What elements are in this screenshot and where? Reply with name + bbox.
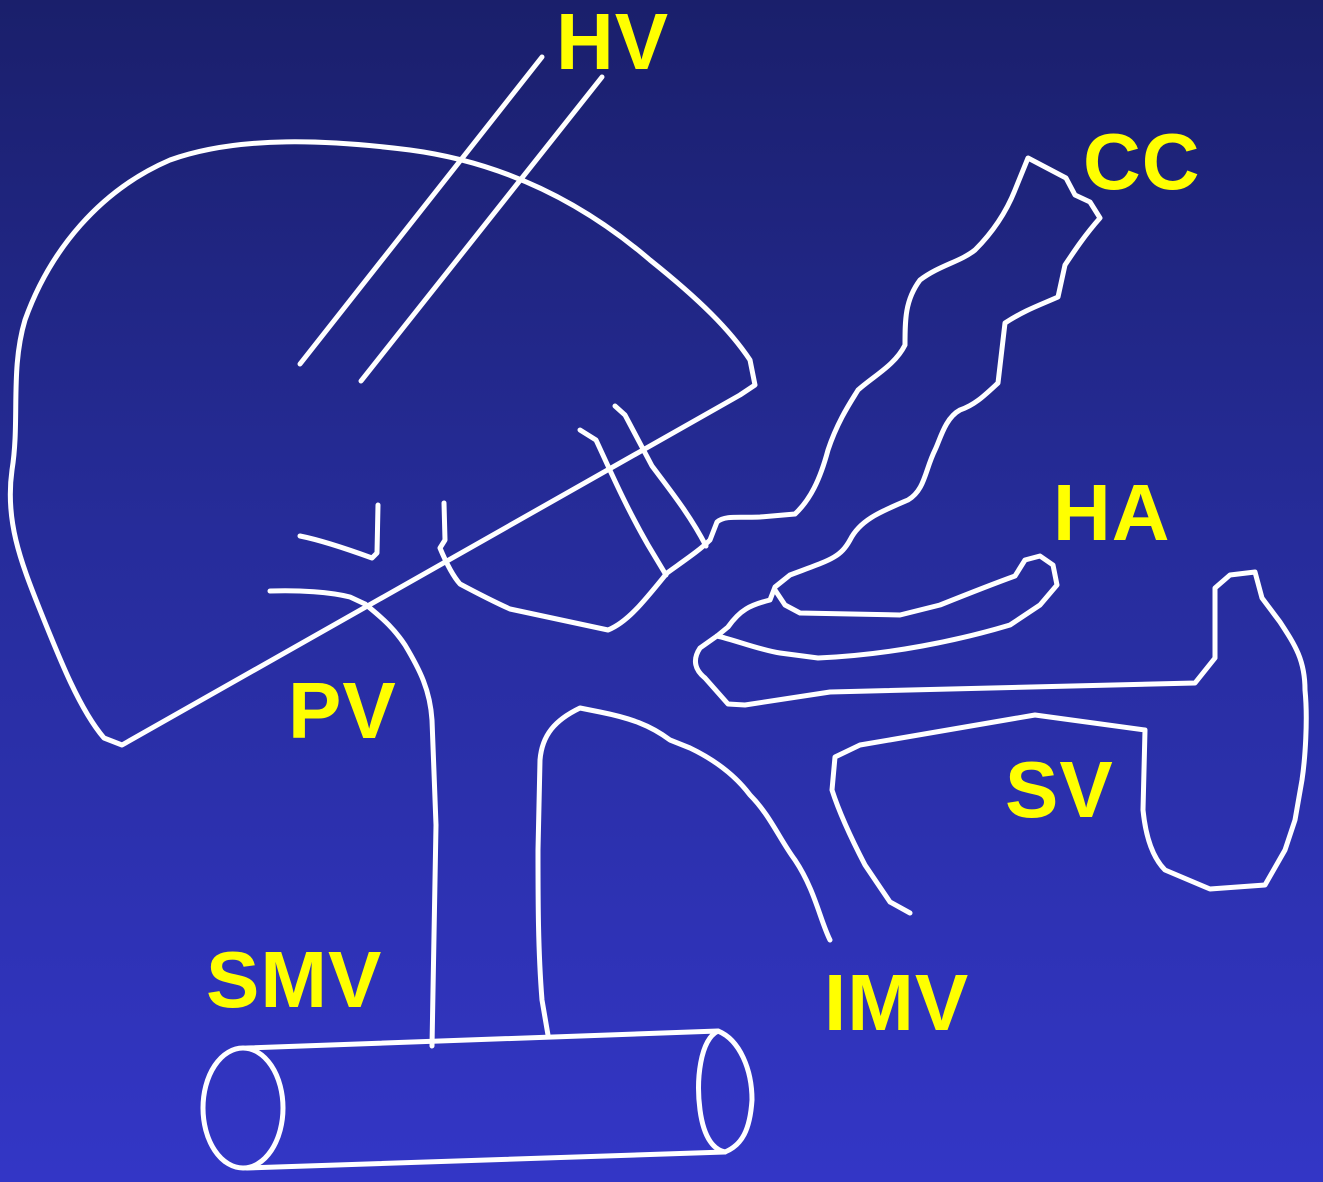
hepatic-vein-line-right [361,77,602,381]
hv-label: HV [556,2,669,82]
pv-label: PV [288,671,397,751]
portal-left-branch-lower [270,591,365,604]
smv-label: SMV [206,940,382,1020]
portal-left-branch-upper [300,505,378,558]
bile-duct-line-b [615,406,706,546]
liver-outline [10,142,755,745]
splenic-vein-upper [695,572,1306,913]
imv-and-trunk-right-wall [538,708,830,1035]
bile-duct-line-a [580,430,666,575]
sv-label: SV [1005,750,1114,830]
splenic-junction-wall [717,556,1057,658]
ha-label: HA [1053,473,1171,553]
smv-cylinder-rim [699,1031,725,1152]
cc-label: CC [1083,122,1201,202]
imv-label: IMV [824,963,969,1043]
smv-cylinder-body [247,1031,752,1168]
smv-cylinder-end [203,1048,283,1168]
hepatic-vein-line-left [300,57,542,364]
